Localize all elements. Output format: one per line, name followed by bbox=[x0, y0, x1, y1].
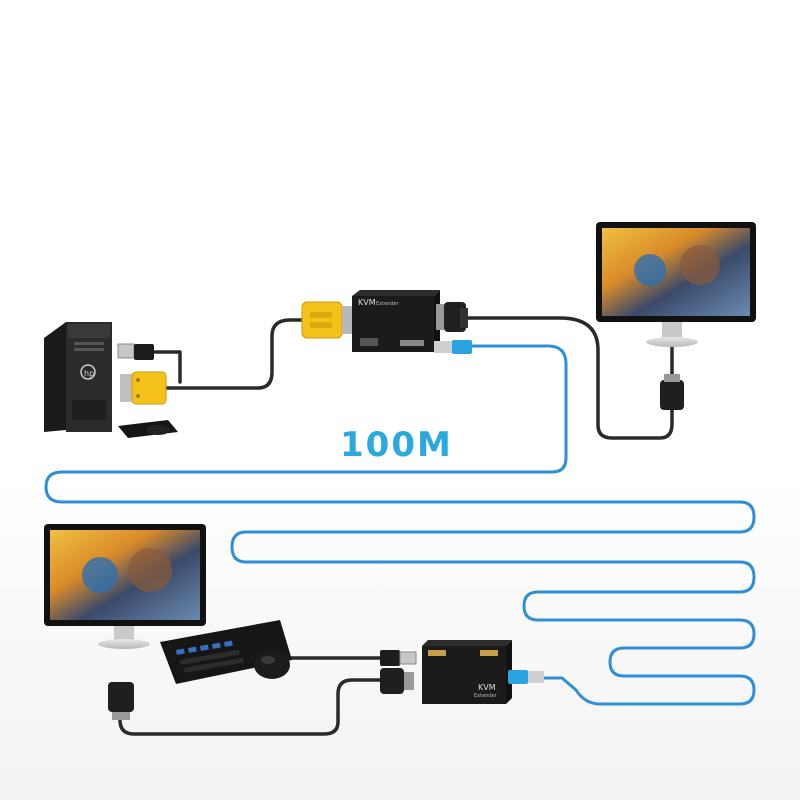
monitor-remote-screen bbox=[602, 228, 750, 316]
signal-cables bbox=[118, 316, 674, 736]
monitor-remote bbox=[596, 222, 756, 347]
vga-plug-local-monitor bbox=[108, 682, 134, 720]
vga-plug-pc bbox=[120, 371, 167, 405]
small-keyboard bbox=[118, 420, 178, 438]
monitor-local-screen bbox=[50, 530, 200, 620]
rj45-plug-receiver bbox=[508, 670, 544, 684]
receiver-brand: KVM bbox=[478, 683, 496, 692]
monitor-local bbox=[44, 524, 206, 649]
vga-plug-transmitter-output bbox=[436, 302, 468, 332]
vga-plug-receiver bbox=[380, 668, 414, 694]
kvm-receiver: KVM Extender bbox=[422, 640, 512, 704]
rj45-plug-transmitter bbox=[434, 340, 472, 354]
svg-text:hp: hp bbox=[84, 369, 94, 378]
mouse bbox=[254, 651, 290, 679]
transmitter-subtitle: Extender bbox=[376, 301, 400, 307]
hp-logo-icon bbox=[80, 364, 96, 380]
network-cable bbox=[44, 344, 756, 706]
receiver-subtitle: Extender bbox=[474, 693, 498, 699]
usb-plug-transmitter bbox=[117, 343, 154, 360]
transmitter-brand: KVM bbox=[358, 298, 376, 307]
vga-plug-transmitter-input bbox=[301, 301, 352, 339]
vga-plug-remote-monitor bbox=[660, 374, 684, 410]
pc-tower: hp bbox=[44, 322, 112, 432]
distance-label: 100M bbox=[340, 425, 453, 465]
usb-plug-receiver bbox=[380, 650, 417, 666]
keyboard bbox=[160, 620, 292, 684]
kvm-transmitter: KVM Extender bbox=[352, 290, 440, 352]
